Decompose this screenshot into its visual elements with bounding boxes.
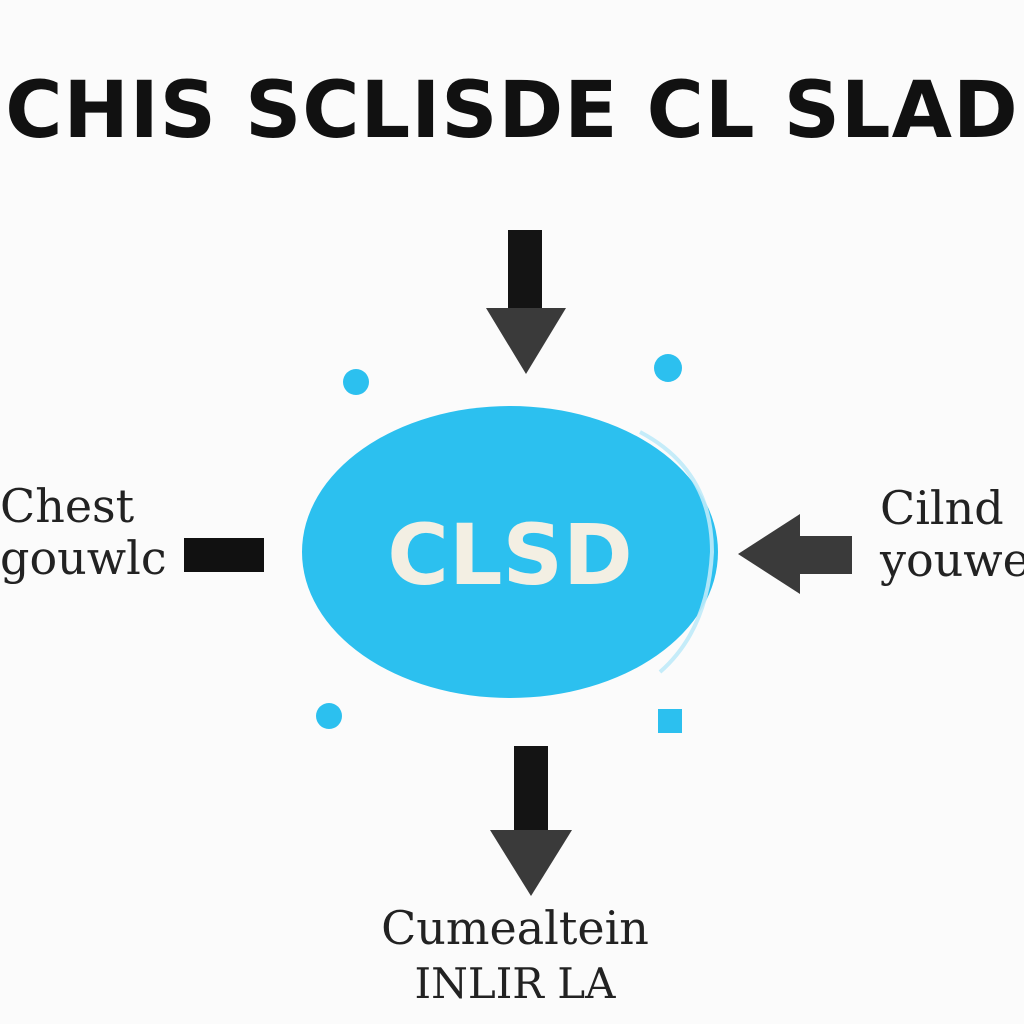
center-label: CLSD <box>387 506 632 604</box>
dot-top-right <box>654 354 682 382</box>
right-label-line1: Cilnd <box>880 481 1004 535</box>
bottom-arrow-shaft <box>514 746 548 832</box>
dot-top-left <box>343 369 369 395</box>
bottom-label-line1: Cumealtein <box>381 901 649 955</box>
dot-bottom-left <box>316 703 342 729</box>
bottom-label: Cumealtein INLIR LA <box>370 900 660 1012</box>
square-bottom-right <box>658 709 682 733</box>
left-label-line1: Chest <box>0 479 135 533</box>
bottom-arrow-head <box>490 830 572 896</box>
diagram-title: CHIS SCLISDE CL SLAD <box>5 66 1019 156</box>
center-ellipse <box>302 406 718 698</box>
ellipse-highlight <box>639 430 715 674</box>
right-label: Cilnd youwe- <box>880 482 1024 586</box>
right-label-line2: youwe- <box>880 533 1024 587</box>
left-label: Chest gouwlc <box>0 479 167 585</box>
right-arrow-shaft <box>798 536 852 574</box>
right-arrow-head <box>738 514 800 594</box>
bottom-label-line2: INLIR LA <box>414 959 616 1008</box>
left-label-line2: gouwlc <box>0 531 167 585</box>
top-arrow-head <box>486 308 566 374</box>
left-connector-bar <box>184 538 264 572</box>
top-arrow-shaft <box>508 230 542 310</box>
